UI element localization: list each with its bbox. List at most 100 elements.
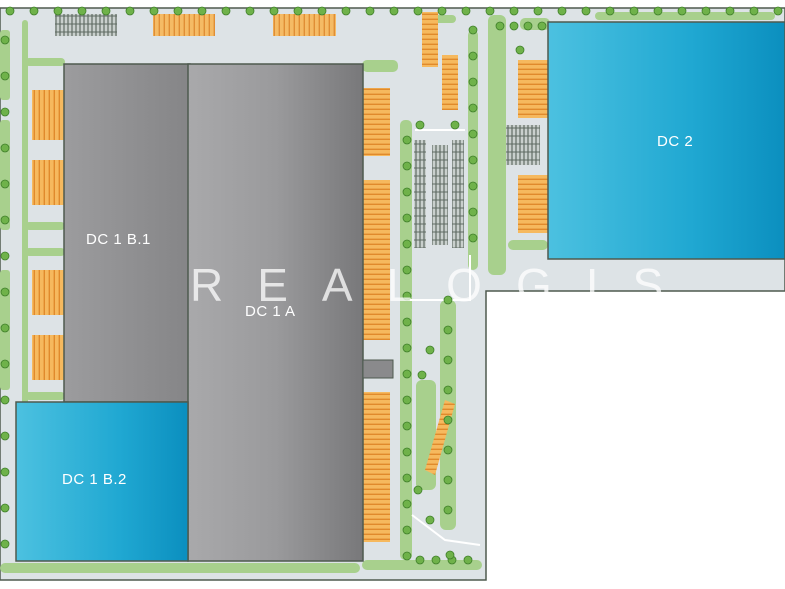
tree-icon: [413, 485, 423, 495]
tree-icon: [495, 21, 505, 31]
tree-icon: [468, 233, 478, 243]
tree-icon: [0, 503, 10, 513]
tree-icon: [221, 6, 231, 16]
tree-icon: [0, 35, 10, 45]
tree-icon: [581, 6, 591, 16]
trees: [0, 6, 783, 565]
tree-icon: [701, 6, 711, 16]
parking-icon: [432, 145, 448, 245]
tree-icon: [29, 6, 39, 16]
loading-dock-icon: [32, 90, 64, 140]
tree-icon: [402, 291, 412, 301]
tree-icon: [557, 6, 567, 16]
tree-icon: [468, 77, 478, 87]
tree-icon: [125, 6, 135, 16]
tree-icon: [402, 343, 412, 353]
tree-icon: [509, 21, 519, 31]
tree-icon: [402, 265, 412, 275]
tree-icon: [402, 499, 412, 509]
tree-icon: [413, 6, 423, 16]
tree-icon: [605, 6, 615, 16]
tree-icon: [0, 71, 10, 81]
tree-icon: [53, 6, 63, 16]
tree-icon: [293, 6, 303, 16]
tree-icon: [468, 103, 478, 113]
tree-icon: [245, 6, 255, 16]
parking-central: [414, 125, 540, 248]
tree-icon: [450, 120, 460, 130]
tree-icon: [402, 369, 412, 379]
tree-icon: [402, 525, 412, 535]
tree-icon: [533, 6, 543, 16]
parking-icon: [55, 14, 117, 36]
tree-icon: [402, 239, 412, 249]
tree-icon: [431, 555, 441, 565]
tree-icon: [773, 6, 783, 16]
tree-icon: [77, 6, 87, 16]
tree-icon: [443, 295, 453, 305]
tree-icon: [402, 551, 412, 561]
tree-icon: [415, 555, 425, 565]
tree-icon: [402, 213, 412, 223]
building-dc1a: [187, 63, 394, 562]
tree-icon: [468, 155, 478, 165]
tree-icon: [468, 181, 478, 191]
tree-icon: [0, 251, 10, 261]
tree-icon: [468, 25, 478, 35]
tree-icon: [0, 215, 10, 225]
tree-icon: [468, 51, 478, 61]
loading-dock-icon: [362, 88, 390, 156]
tree-icon: [0, 431, 10, 441]
tree-icon: [0, 539, 10, 549]
tree-icon: [317, 6, 327, 16]
tree-icon: [463, 555, 473, 565]
tree-icon: [443, 325, 453, 335]
tree-icon: [0, 323, 10, 333]
tree-icon: [629, 6, 639, 16]
tree-icon: [402, 421, 412, 431]
tree-icon: [402, 473, 412, 483]
tree-icon: [417, 370, 427, 380]
tree-icon: [101, 6, 111, 16]
tree-icon: [0, 359, 10, 369]
tree-icon: [468, 129, 478, 139]
tree-icon: [485, 6, 495, 16]
tree-icon: [443, 475, 453, 485]
tree-icon: [402, 317, 412, 327]
tree-icon: [365, 6, 375, 16]
tree-icon: [425, 345, 435, 355]
tree-icon: [677, 6, 687, 16]
label-dc1b2: DC 1 B.2: [62, 471, 127, 488]
tree-icon: [515, 45, 525, 55]
parking-icon: [153, 14, 215, 36]
loading-dock-icon: [362, 180, 390, 340]
tree-icon: [0, 287, 10, 297]
tree-icon: [425, 515, 435, 525]
tree-icon: [341, 6, 351, 16]
loading-dock-icon: [518, 60, 548, 118]
loading-dock-icon: [518, 175, 548, 233]
tree-icon: [468, 207, 478, 217]
loading-dock-icon: [32, 270, 64, 315]
tree-icon: [523, 21, 533, 31]
tree-icon: [402, 447, 412, 457]
parking-icon: [506, 125, 540, 165]
loading-dock-icon: [422, 12, 438, 67]
loading-dock-icon: [442, 55, 458, 110]
watermark: REALOGIS: [190, 259, 698, 311]
tree-icon: [537, 21, 547, 31]
label-dc2: DC 2: [657, 133, 694, 150]
tree-icon: [653, 6, 663, 16]
building-dc2: [547, 21, 785, 260]
tree-icon: [402, 187, 412, 197]
tree-icon: [437, 6, 447, 16]
loading-dock-icon: [32, 335, 64, 380]
tree-icon: [402, 135, 412, 145]
building-dc1b1: [63, 63, 191, 403]
tree-icon: [443, 445, 453, 455]
car-park-top-mid: [422, 12, 458, 110]
tree-icon: [0, 107, 10, 117]
road-lines: [410, 129, 481, 546]
parking-icon: [414, 140, 426, 248]
